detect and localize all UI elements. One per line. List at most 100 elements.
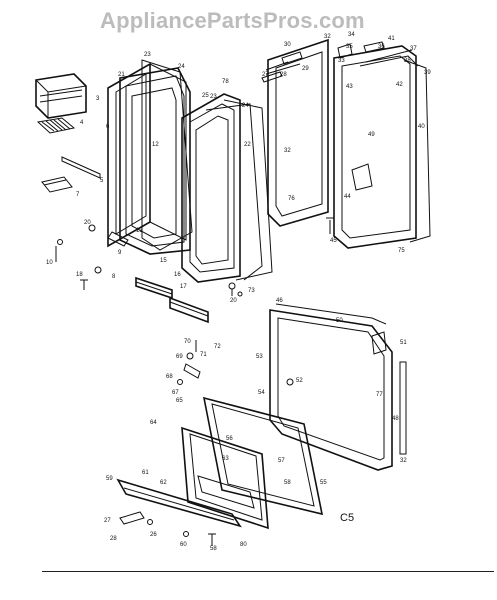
callout-58-b: 58 (210, 546, 217, 552)
callout-21: 21 (118, 72, 125, 78)
freezer-door-liner-left[interactable] (107, 62, 191, 255)
callout-60: 60 (180, 542, 187, 548)
callout-56: 56 (226, 436, 233, 442)
callout-27: 27 (262, 72, 269, 78)
callout-40: 40 (418, 124, 425, 130)
callout-20: 20 (84, 220, 91, 226)
lower-door-frame[interactable] (269, 303, 393, 471)
callout-39: 39 (424, 70, 431, 76)
screw-parts-20-73[interactable] (228, 282, 243, 297)
callout-78: 78 (222, 79, 229, 85)
callout-28-b: 28 (110, 536, 117, 542)
gasket-right[interactable] (403, 59, 431, 243)
bottom-screws[interactable] (119, 511, 216, 546)
bottom-door-liner[interactable] (181, 426, 269, 530)
callout-27-b: 27 (104, 518, 111, 524)
callout-50: 50 (336, 318, 343, 324)
callout-4: 4 (80, 120, 84, 126)
callout-17: 17 (180, 284, 187, 290)
callout-55: 55 (320, 480, 327, 486)
callout-58: 58 (284, 480, 291, 486)
callout-35: 35 (346, 44, 353, 50)
hinge-hardware-parts[interactable] (55, 224, 129, 290)
door-shelf-part-3[interactable] (35, 73, 87, 119)
hinge-assembly-68-72[interactable] (177, 340, 201, 385)
callout-9: 9 (118, 250, 122, 256)
callout-57: 57 (278, 458, 285, 464)
callout-63: 63 (222, 456, 229, 462)
shelf-grille-part-4[interactable] (36, 117, 76, 134)
callout-77: 77 (376, 392, 383, 398)
callout-32: 32 (324, 34, 331, 40)
door-bar-parts-16-17[interactable] (135, 276, 209, 324)
door-gasket-left[interactable] (141, 59, 193, 251)
callout-7: 7 (76, 192, 80, 198)
callout-80: 80 (240, 542, 247, 548)
refrigerator-door-outer-panel[interactable] (265, 38, 329, 227)
shelf-rail-part-5[interactable] (61, 156, 101, 179)
callout-54: 54 (258, 390, 265, 396)
door-gasket-center[interactable] (223, 99, 273, 281)
callout-labels: 23 21 24 78 25 24 23 22 12 3 4 5 6 7 20 … (46, 32, 431, 552)
screw-part-32[interactable] (286, 378, 294, 386)
callout-61: 61 (142, 470, 149, 476)
callout-10: 10 (46, 260, 53, 266)
callout-65: 65 (176, 398, 183, 404)
diagram-code: C5 (340, 512, 355, 524)
callout-67: 67 (172, 390, 179, 396)
callout-18: 18 (76, 272, 83, 278)
callout-13: 13 (136, 228, 143, 234)
callout-3: 3 (96, 96, 100, 102)
callout-38: 38 (404, 58, 411, 64)
callout-12: 12 (152, 142, 159, 148)
callout-46: 46 (276, 298, 283, 304)
callout-5: 5 (100, 178, 104, 184)
callout-24-b: 24 (242, 103, 249, 109)
screw-part-45[interactable] (326, 217, 334, 234)
callout-24: 24 (178, 64, 185, 70)
gasket-strip-48-32[interactable] (399, 361, 407, 455)
callout-75: 75 (398, 248, 405, 254)
callout-34: 34 (348, 32, 355, 38)
callout-23: 23 (144, 52, 151, 58)
callout-6: 6 (106, 124, 110, 130)
callout-72: 72 (214, 344, 221, 350)
callout-26: 26 (150, 532, 157, 538)
callout-23-b: 23 (210, 94, 217, 100)
callout-48: 48 (392, 416, 399, 422)
callout-44: 44 (344, 194, 351, 200)
callout-71: 71 (200, 352, 207, 358)
callout-8: 8 (112, 274, 116, 280)
callout-41: 41 (388, 36, 395, 42)
callout-22: 22 (244, 142, 251, 148)
callout-76: 76 (288, 196, 295, 202)
callout-69: 69 (176, 354, 183, 360)
callout-49: 49 (368, 132, 375, 138)
watermark: AppliancePartsPros.com (100, 8, 365, 33)
bottom-kick-plate[interactable] (116, 478, 242, 528)
callout-52: 52 (296, 378, 303, 384)
door-stop-parts-27-30[interactable] (261, 51, 303, 83)
callout-16: 16 (174, 272, 181, 278)
bottom-door-gasket[interactable] (202, 396, 324, 516)
callout-62: 62 (160, 480, 167, 486)
tray-part-7[interactable] (41, 176, 73, 193)
callout-36: 36 (378, 44, 385, 50)
callout-64: 64 (150, 420, 157, 426)
callout-73: 73 (248, 288, 255, 294)
callout-37: 37 (410, 46, 417, 52)
callout-25: 25 (202, 93, 209, 99)
bottom-rule (42, 571, 494, 572)
callout-59: 59 (106, 476, 113, 482)
callout-70: 70 (184, 339, 191, 345)
callout-20-b: 20 (230, 298, 237, 304)
callout-32-c: 32 (400, 458, 407, 464)
freezer-door-outer-panel[interactable] (333, 43, 419, 249)
refrigerator-door-liner-center[interactable] (181, 93, 263, 283)
callout-42: 42 (396, 82, 403, 88)
callout-30: 30 (284, 42, 291, 48)
handle-part-51[interactable] (371, 331, 387, 355)
hinge-part-41[interactable] (363, 41, 385, 53)
callout-68: 68 (166, 374, 173, 380)
